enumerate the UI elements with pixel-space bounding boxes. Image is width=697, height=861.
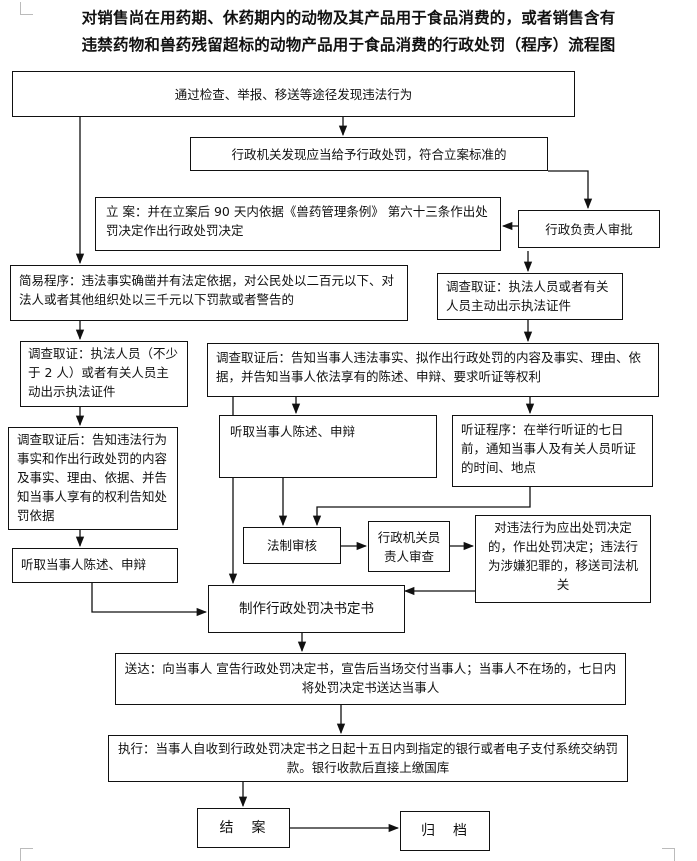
node-investigate-simple: 调查取证：执法人员（不少于 2 人）或者有关人员主动出示执法证件 — [20, 341, 188, 407]
node-transfer: 对违法行为应出处罚决定的，作出处罚决定；违法行为涉嫌犯罪的，移送司法机关 — [475, 515, 651, 603]
page-title-line-1: 对销售尚在用药期、休药期内的动物及其产品用于食品消费的，或者销售含有 — [81, 9, 616, 27]
node-head-review: 行政机关员责人审查 — [368, 521, 450, 572]
node-after-general: 调查取证后：告知当事人违法事实、拟作出行政处罚的内容及事实、理由、依据，并告知当… — [207, 343, 659, 397]
node-legal-review: 法制审核 — [243, 527, 341, 564]
node-investigate-general: 调查取证：执法人员或者有关人员主动出示执法证件 — [437, 273, 623, 320]
arrow-hearing-to-legal — [312, 487, 531, 527]
node-agency-find: 行政机关发现应当给予行政处罚，符合立案标准的 — [190, 137, 548, 171]
page-title-line-2: 违禁药物和兽药残留超标的动物产品用于食品消费的行政处罚（程序）流程图 — [81, 36, 616, 54]
node-execute: 执行：当事人自收到行政处罚决定书之日起十五日内到指定的银行或者电子支付系统交纳罚… — [108, 735, 628, 782]
node-hear-statement-simple: 听取当事人陈述、申辩 — [12, 548, 178, 583]
page-corner-mark — [20, 848, 33, 861]
node-hear-statement-general: 听取当事人陈述、申辩 — [219, 415, 437, 478]
node-deliver: 送达：向当事人 宣告行政处罚决定书，宣告后当场交付当事人；当事人不在场的，七日内… — [115, 653, 626, 705]
node-close: 结 案 — [197, 808, 290, 848]
node-make-decision: 制作行政处罚决书定书 — [208, 585, 405, 633]
node-hearing: 听证程序：在举行听证的七日前，通知当事人及有关人员听证的时间、地点 — [452, 415, 653, 487]
page-corner-mark — [20, 2, 33, 15]
arrow-agency-to-approve — [548, 170, 593, 210]
node-approve: 行政负责人审批 — [518, 210, 660, 248]
node-archive: 归 档 — [400, 811, 490, 851]
arrow-hear-simple-to-decision — [91, 583, 208, 617]
node-after-simple: 调查取证后：告知违法行为事实和作出行政处罚的内容及事实、理由、依据、并告知当事人… — [8, 427, 178, 530]
node-simple: 简易程序：违法事实确凿并有法定依据，对公民处以二百元以下、对法人或者其他组织处以… — [10, 265, 408, 321]
page-corner-mark — [662, 848, 675, 861]
node-discover: 通过检查、举报、移送等途径发现违法行为 — [12, 71, 575, 117]
node-lian: 立 案：并在立案后 90 天内依据《兽药管理条例》 第六十三条作出处罚决定作出行… — [95, 197, 501, 251]
